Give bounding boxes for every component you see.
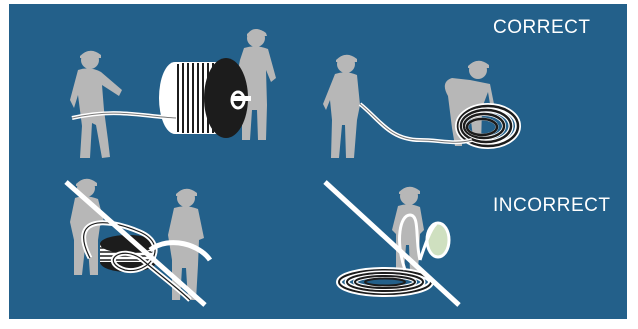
cable-reel (159, 58, 251, 138)
worker-figure (70, 51, 122, 158)
scene-cable-pulled-off-flat-coil (325, 182, 459, 305)
cable-coil (339, 270, 431, 294)
scene-cable-pulled-off-spool-side (66, 179, 210, 305)
worker-figure (323, 55, 360, 158)
scene-reel-unspooling (70, 29, 276, 158)
scene-coil-laid-out-by-hand (323, 55, 518, 158)
